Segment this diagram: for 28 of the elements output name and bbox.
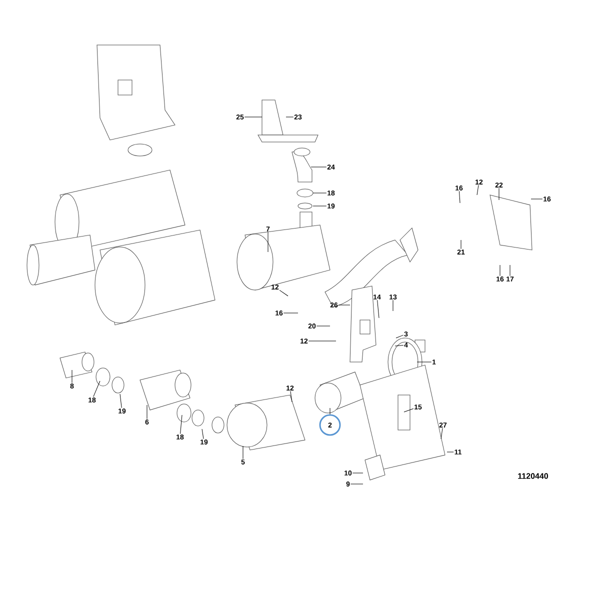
leader-line (146, 404, 148, 420)
leader-line (180, 414, 182, 434)
leader-line (392, 300, 394, 312)
leader-line (279, 290, 288, 296)
leader-line (283, 312, 298, 314)
leader-line (404, 408, 414, 412)
leader-line (476, 184, 479, 196)
leader-line (394, 345, 404, 346)
leader-line (286, 116, 294, 118)
leader-line (308, 340, 336, 342)
leader-line (530, 198, 543, 200)
leader-line (93, 380, 100, 398)
leader-line (396, 334, 404, 338)
leader-line (377, 300, 380, 318)
leader-line (460, 240, 462, 250)
leader-line (458, 190, 460, 204)
leader-line (338, 304, 350, 306)
leader-line (202, 428, 204, 440)
leader-line (242, 446, 244, 460)
leader-line (498, 188, 500, 200)
leader-line (312, 192, 327, 194)
leader-line (352, 472, 364, 474)
drawing-number: 1120440 (518, 473, 548, 479)
leader-line (244, 116, 262, 118)
leader-line (440, 428, 443, 440)
leader-line (310, 166, 327, 168)
leader-line (120, 394, 122, 408)
leader-line (290, 390, 292, 402)
